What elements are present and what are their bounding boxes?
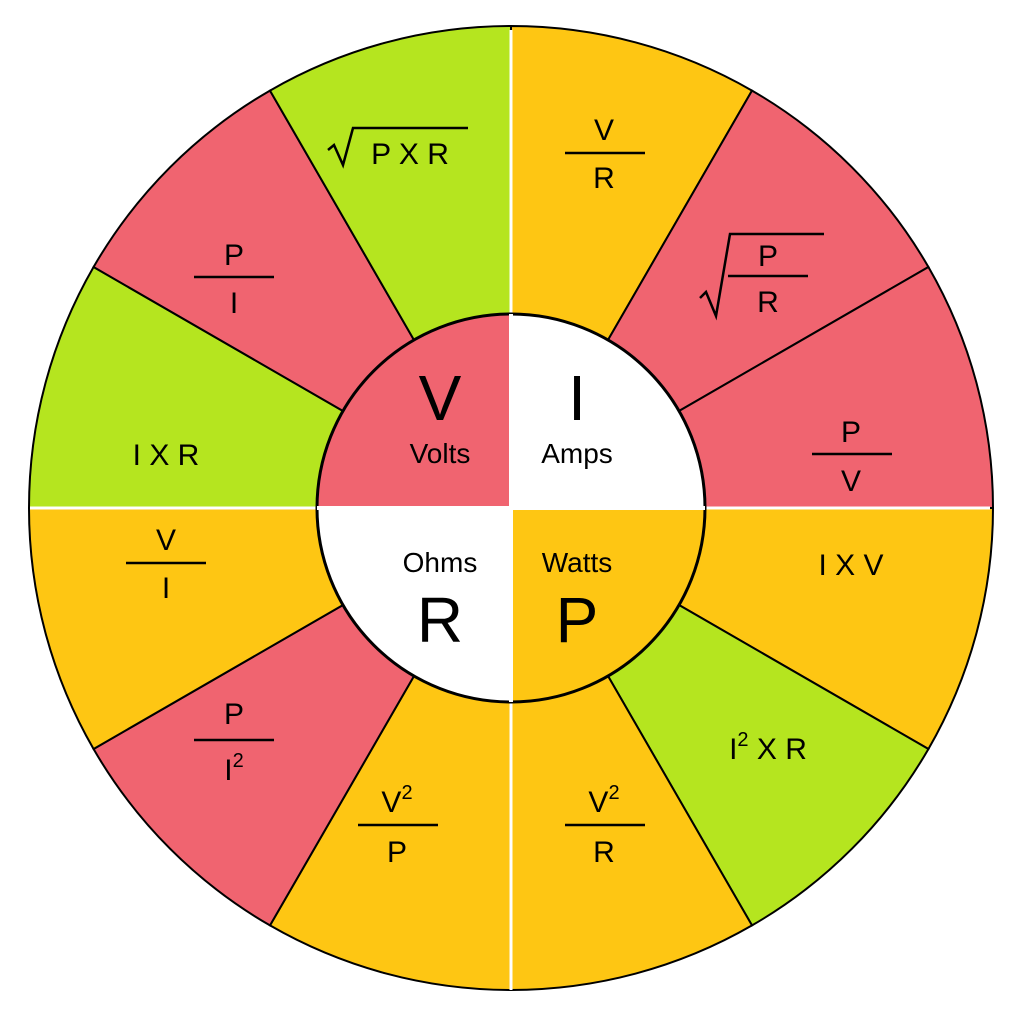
formula-numerator: P [224,239,244,272]
formula-volts-p-over-i: P I [194,239,274,320]
formula-denominator: V [841,465,861,498]
formula-volts-sqrt-p-x-r: P X R [327,126,468,171]
formula-numerator: V [594,114,614,147]
ohms-symbol: R [417,584,463,656]
formula-base: I [729,733,737,766]
formula-base: V [588,786,608,819]
quadrant-volts [317,314,511,508]
formula-denominator: I2 [224,750,243,787]
quadrant-watts [511,508,705,702]
formula-base: V [381,786,401,819]
amps-symbol: I [568,362,586,434]
formula-watts-v2-over-r: V2 R [565,782,645,869]
formula-numerator: V2 [588,782,619,819]
formula-rest: X R [749,733,807,766]
formula-watts-i2-x-r: I2 X R [729,729,807,766]
formula-amps-p-over-v: P V [812,416,892,498]
formula-denominator: P [387,836,407,869]
formula-exponent: 2 [737,729,748,751]
square-root-icon [327,126,468,169]
watts-label: Watts [542,547,613,578]
formula-ohms-p-over-i2: P I2 [194,698,274,787]
formula-watts-i-x-v: I X V [818,549,883,582]
watts-symbol: P [556,584,599,656]
formula-denominator: I [230,287,238,320]
formula-numerator: V [156,524,176,557]
formula-exponent: 2 [608,782,619,804]
formula-numerator: P [841,416,861,449]
formula-amps-v-over-r: V R [565,114,645,195]
formula-numerator: V2 [381,782,412,819]
formula-denominator: I [162,572,170,605]
volts-label: Volts [410,438,471,469]
formula-base: I [224,754,232,787]
quadrant-amps [511,314,705,508]
formula-denominator: R [757,286,779,319]
formula-text: P X R [371,138,449,171]
formula-ohms-v2-over-p: V2 P [358,782,438,869]
amps-label: Amps [541,438,613,469]
volts-symbol: V [419,362,462,434]
square-root-icon [699,232,824,321]
formula-amps-sqrt-p-over-r: P R [699,232,824,321]
center-circle [315,312,707,704]
formula-exponent: 2 [401,782,412,804]
formula-numerator: P [758,240,778,273]
formula-exponent: 2 [233,750,244,772]
formula-denominator: R [593,836,615,869]
formula-numerator: P [224,698,244,731]
ohms-label: Ohms [403,547,478,578]
formula-volts-i-x-r: I X R [133,439,200,472]
formula-ohms-v-over-i: V I [126,524,206,605]
formula-segments [27,24,995,992]
quadrant-ohms [317,508,511,702]
formula-denominator: R [593,162,615,195]
